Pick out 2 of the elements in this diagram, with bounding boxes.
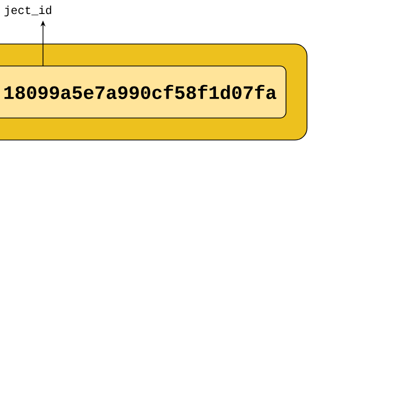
field-label: ject_id <box>4 6 52 16</box>
hash-box: 18099a5e7a990cf58f1d07fa <box>0 66 286 118</box>
